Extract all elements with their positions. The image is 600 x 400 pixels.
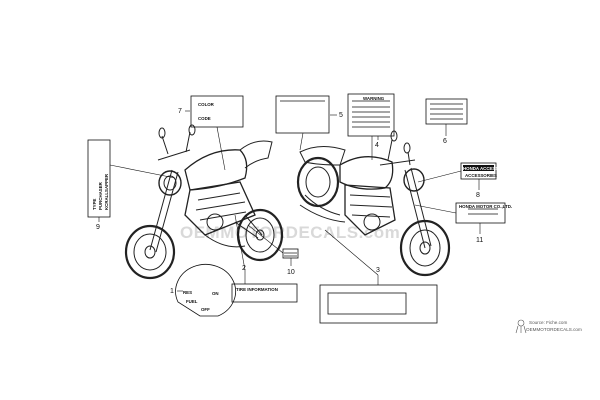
color-code-line2: CODE: [198, 116, 211, 121]
label9-line2: PURCHASER: [98, 181, 103, 210]
decal-color-code: [190, 95, 244, 128]
ignition-decal: [175, 264, 236, 317]
ignition-fuel: FUEL: [186, 299, 198, 304]
callout-8: 8: [476, 192, 480, 199]
warning-title: WARNING: [363, 96, 385, 101]
label9-line1: TYPE: [92, 198, 97, 210]
honda-motor-text: HONDA MOTOR CO.,LTD.: [459, 204, 512, 209]
leader-lines: [98, 110, 481, 292]
ignition-on: ON: [212, 291, 219, 296]
callout-3: 3: [376, 267, 380, 274]
decal-label-6: [425, 98, 468, 125]
decal-tire-info: [231, 283, 298, 303]
label9-line3: KCRALLSAPPER: [104, 173, 109, 210]
color-code-line1: COLOR: [198, 102, 215, 107]
tire-info-text: TIRE INFORMATION: [236, 287, 278, 292]
accessories-line2: ACCESSORIES: [465, 173, 497, 178]
motorcycle-right: [296, 130, 451, 277]
decal-warning: [347, 93, 395, 137]
callout-2: 2: [242, 265, 246, 272]
decal-label-3: [319, 284, 438, 324]
watermark-text: OEMMOTORDECALS.com: [180, 223, 400, 242]
decal-accessories-band: [463, 165, 494, 171]
callout-1: 1: [170, 288, 174, 295]
callout-10: 10: [287, 269, 295, 276]
source-logo-icon: [515, 319, 527, 334]
label-detail-lines: [284, 100, 498, 257]
callout-7: 7: [178, 108, 182, 115]
callout-5: 5: [339, 112, 343, 119]
accessories-line1: HONDA ACCESSORIES: [463, 166, 512, 171]
ignition-res: RES: [183, 290, 192, 295]
source-line1: Source: Fiche.com: [529, 320, 567, 325]
decal-label-5: [275, 95, 330, 134]
callout-6: 6: [443, 138, 447, 145]
ignition-off: OFF: [201, 307, 210, 312]
decal-label-10: [282, 248, 299, 259]
source-line2: OEMMOTORDECALS.com: [526, 327, 582, 332]
callout-11: 11: [476, 237, 483, 244]
motorcycle-left: [124, 124, 284, 280]
callout-9: 9: [96, 224, 100, 231]
callout-4: 4: [375, 142, 379, 149]
